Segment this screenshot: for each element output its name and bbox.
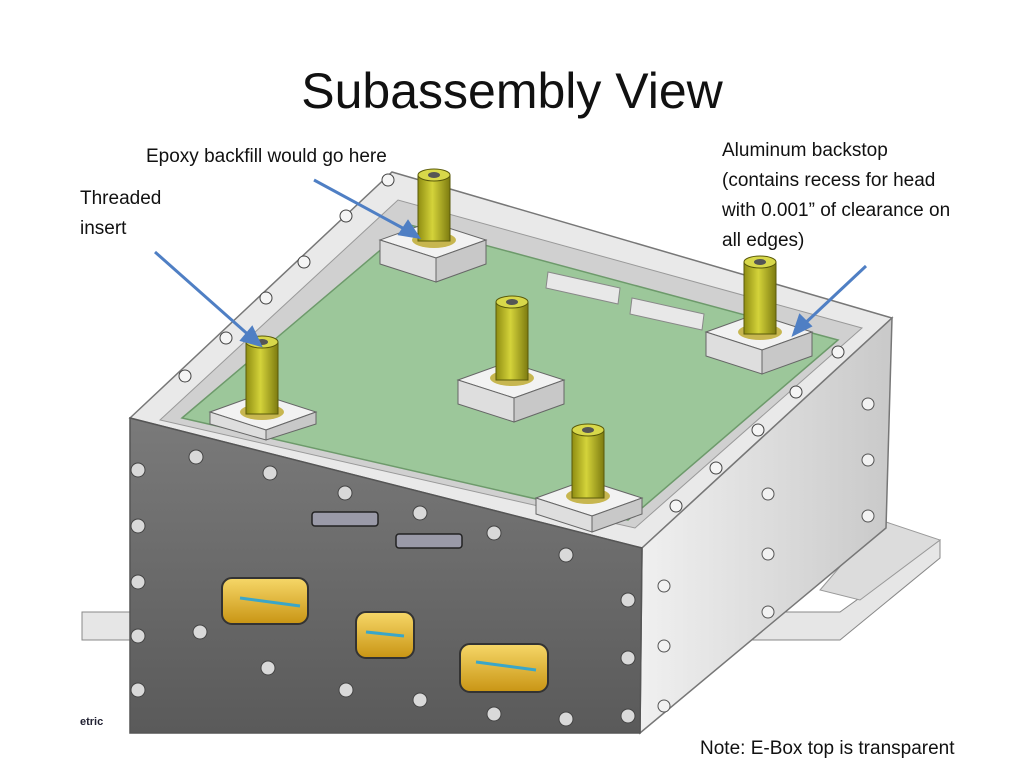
pcb-connector [545,271,705,331]
epoxy-arrow [313,178,411,234]
aluminum-label-line4: all edges) [722,230,805,251]
micro-d-connector [311,511,463,549]
aluminum-label-line3: with 0.001” of clearance on [722,200,951,221]
view-label: etric [80,716,104,728]
side-screws [657,397,875,713]
backstop-standoff [208,335,318,441]
aluminum-label-line2: (contains recess for head [722,170,936,191]
note-text: Note: E-Box top is transparent [700,738,955,759]
threaded-insert-label: Threaded insert [80,184,161,244]
threaded-insert-label-line1: Threaded [80,188,162,209]
threaded-insert-label-line2: insert [80,218,127,239]
front-screws [130,449,636,727]
epoxy-label: Epoxy backfill would go here [146,146,387,167]
aluminum-label-line1: Aluminum backstop [722,140,888,161]
backstop-standoff [704,255,814,375]
rim-screws [178,173,845,513]
slide-title: Subassembly View [301,63,723,119]
annotation-arrows [154,178,868,348]
aluminum-backstop-label: Aluminum backstop (contains recess for h… [722,136,950,256]
aluminum-arrow [798,264,868,330]
db-connector [221,577,549,693]
backstop-standoff [534,423,644,533]
insert-arrow [154,250,253,340]
backstop-standoff [456,295,566,423]
